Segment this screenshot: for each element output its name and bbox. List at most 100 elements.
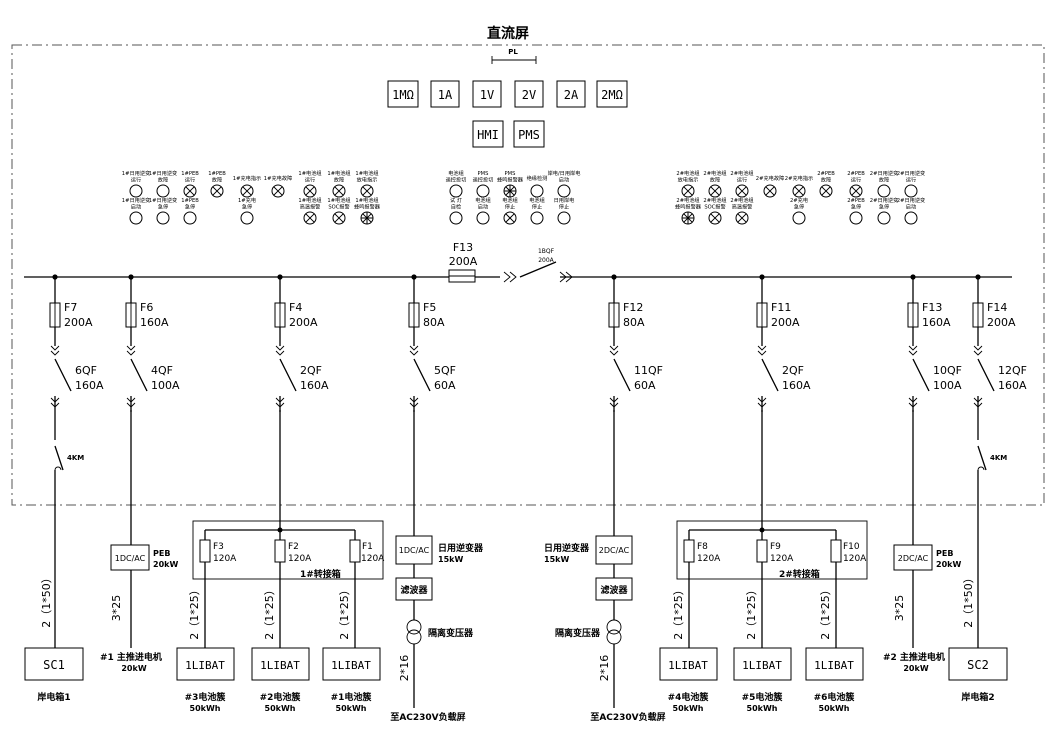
fuse-name: F9 [770,542,781,552]
svg-text:故障: 故障 [212,176,222,184]
shore-right-name: 岸电箱2 [961,691,994,703]
feeder-breaker-rating: 100A [151,379,180,392]
svg-text:故障: 故障 [879,176,889,184]
svg-text:1#充电故障: 1#充电故障 [264,174,292,182]
svg-text:启动: 启动 [559,176,569,184]
daily-inverter-right: 2DC/AC 日用逆变器 15kW 滤波器 隔离变压器 2*16 至AC230V… [544,410,666,723]
svg-text:1#电池组: 1#电池组 [355,169,378,177]
feeder-fuse-name: F13 [922,301,942,314]
propulsion-left-motor: #1 主推进电机 [100,651,162,663]
feeder-breaker-rating: 100A [933,379,962,392]
svg-text:2#电池组: 2#电池组 [676,169,699,177]
svg-text:故障: 故障 [710,176,720,184]
feeder-fuse-name: F5 [423,301,436,314]
svg-text:1#电池组: 1#电池组 [298,196,321,204]
svg-text:2#日用逆变: 2#日用逆变 [897,196,925,204]
junction-left-name: 1#转接箱 [300,568,341,580]
svg-text:电池组: 电池组 [475,196,491,204]
indicator-lamp: 1#充电指示 [233,174,261,198]
feeder-fuse-name: F4 [289,301,302,314]
panel-title: 直流屏 [487,25,529,42]
daily-inverter-right-name: 日用逆变器 [544,542,590,554]
feeder-breaker [761,358,779,392]
svg-text:1#PEB: 1#PEB [181,198,199,204]
junction-right-fuse-f8 [683,539,695,563]
svg-text:急停: 急停 [851,203,861,211]
meter-label: 2A [564,88,579,102]
feeder-breaker-name: 4QF [151,364,173,377]
svg-text:2#电池组: 2#电池组 [703,169,726,177]
svg-text:停止: 停止 [532,203,542,211]
svg-text:2#PEB: 2#PEB [847,198,865,204]
indicator-group-center: 电池组遥控投切PMS遥控投切PMS蜂鸣报警器绝缘检测岸电/日用岸电启动试 灯自检… [446,169,580,225]
propulsion-right-motor: #2 主推进电机 [883,651,945,663]
feeder-breaker-rating: 160A [998,379,1027,392]
feeder-breaker [279,358,297,392]
propulsion-right-cable: 3*25 [893,595,906,622]
svg-text:试 灯: 试 灯 [450,196,462,204]
svg-text:1#充电: 1#充电 [238,196,256,204]
battery-box-label: 1LIBAT [668,659,708,672]
feeder-fuse-rating: 200A [987,316,1016,329]
fuse-rating: 120A [697,554,721,564]
feeder-breaker-rating: 160A [782,379,811,392]
feeder-breaker-name: 10QF [933,364,962,377]
feeder-breaker-name: 6QF [75,364,97,377]
fuse-rating: 120A [361,554,385,564]
contactor-switch [54,445,64,471]
feeder-breaker [912,358,930,392]
svg-text:1#PEB: 1#PEB [181,171,199,177]
feeder-fuse-rating: 80A [423,316,445,329]
feeder-breaker [413,358,431,392]
meter-2v: 2V [514,80,544,108]
feeder-breaker-name: 5QF [434,364,456,377]
meter-1v: 1V [472,80,502,108]
bus-tie-breaker [519,261,557,278]
svg-text:PMS: PMS [505,171,516,177]
svg-text:2#电池组: 2#电池组 [730,196,753,204]
svg-text:2#日用逆变: 2#日用逆变 [870,196,898,204]
battery-6: 1LIBAT #6电池簇 50kWh [805,647,864,713]
svg-text:1#PEB: 1#PEB [208,171,226,177]
meter-label: 2V [522,88,536,102]
hmi-label: HMI [477,128,499,142]
feeder-fuse-name: F6 [140,301,153,314]
svg-text:2#电池组: 2#电池组 [730,169,753,177]
feeder-breaker [613,358,631,392]
battery-box-label: 1LIBAT [260,659,300,672]
feeder-fuse-rating: 200A [64,316,93,329]
feeder-breaker-name: 11QF [634,364,663,377]
meter-label: 2MΩ [601,88,623,102]
junction-right-box [676,520,868,580]
feeder-fuse-rating: 80A [623,316,645,329]
junction-left-fuse-f3 [199,539,211,563]
junction-left-box [192,520,384,580]
battery-name: #4电池簇 [668,691,710,703]
junction-left-cable-2: 2（1*25） [263,584,276,640]
propulsion-left: 1DC/AC PEB 20kW 3*25 #1 主推进电机 20kW [100,410,178,673]
battery-box-label: 1LIBAT [814,659,854,672]
junction-right-fuse-f9 [756,539,768,563]
svg-text:1#充电指示: 1#充电指示 [233,174,261,182]
bus-tie-breaker-name: 1BQF [538,248,555,255]
svg-text:电池组: 电池组 [448,169,464,177]
svg-text:2#充电故障: 2#充电故障 [756,174,784,182]
propulsion-left-peb: PEB [153,549,170,558]
